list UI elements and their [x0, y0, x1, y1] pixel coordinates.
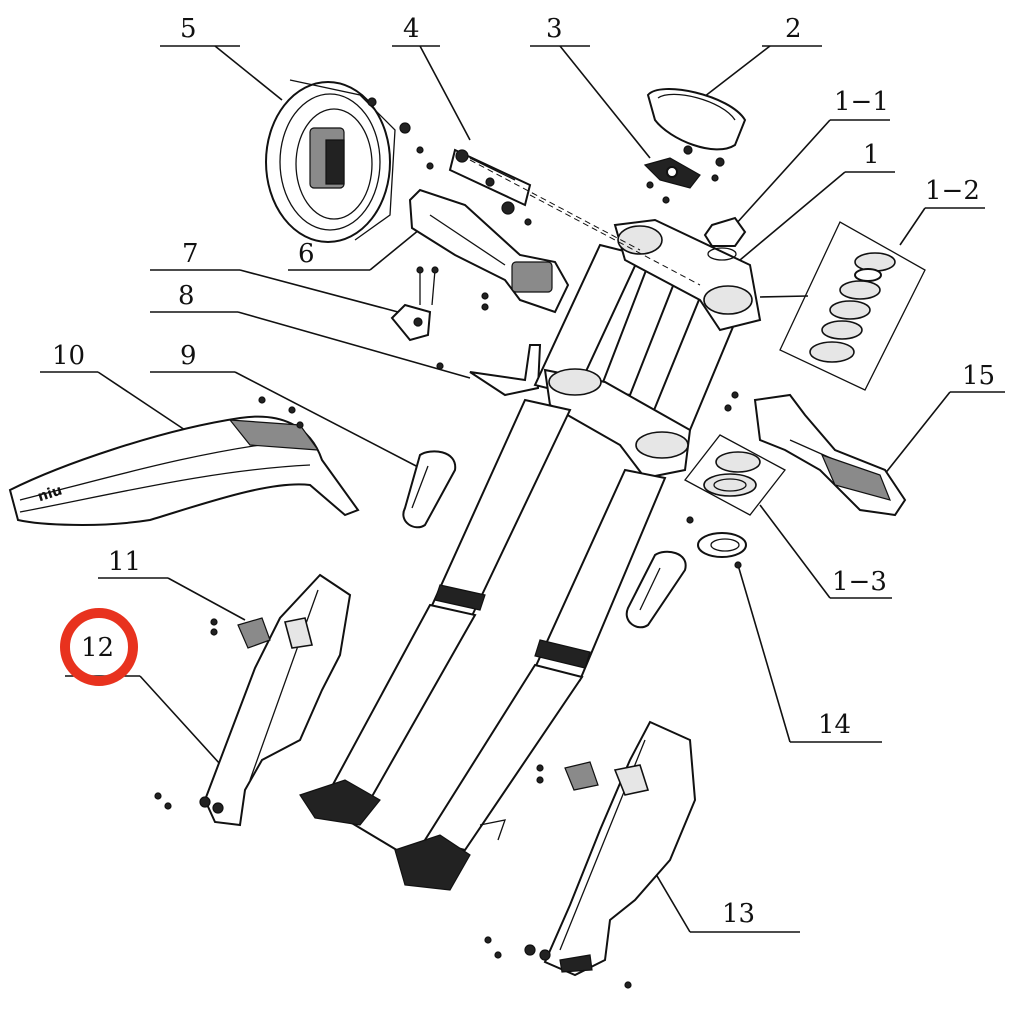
callout-1: 1: [863, 140, 880, 170]
part-1-2-bearing-set: [809, 252, 896, 363]
highlight-ring: [60, 608, 138, 686]
callout-8: 8: [178, 281, 195, 311]
part-instrument-meter: [646, 88, 747, 167]
part-headlight-bracket: [416, 146, 532, 226]
part-14-clamp: [686, 516, 747, 569]
part-8-brake-line-bracket: [436, 344, 542, 397]
part-front-fork: [299, 159, 762, 891]
callout-14: 14: [818, 710, 851, 740]
part-12-left-fork-guard: [154, 573, 352, 827]
fender-logo: niu: [36, 483, 64, 506]
part-headlight: [265, 79, 411, 243]
callout-9: 9: [180, 341, 197, 371]
callout-1-1: 1−1: [834, 87, 889, 117]
part-right-handlebar: [724, 391, 907, 517]
callout-1-2: 1−2: [925, 176, 980, 206]
callout-6: 6: [298, 239, 315, 269]
callout-labels: 5 4 3 2 1−1 1 1−2 15 1−3 14 6 7 8 10 9 1…: [52, 14, 995, 929]
part-1-1-nut: [703, 216, 747, 261]
part-13-right-fork-guard: [484, 720, 697, 989]
callout-13: 13: [722, 899, 755, 929]
callout-11: 11: [108, 547, 141, 577]
part-10-front-fender: niu: [8, 396, 360, 526]
callout-5: 5: [180, 14, 197, 44]
callout-12: 12: [81, 633, 114, 663]
callout-2: 2: [785, 14, 802, 44]
part-left-handlebar: [408, 188, 570, 314]
part-9-reflector: [402, 450, 687, 629]
part-1-3-lower-bearing: [703, 451, 761, 497]
callout-10: 10: [52, 341, 85, 371]
callout-7: 7: [182, 239, 199, 269]
part-7-clamp: [390, 266, 439, 342]
callout-4: 4: [403, 14, 420, 44]
callout-15: 15: [962, 361, 995, 391]
part-meter-bracket: [643, 157, 719, 204]
callout-3: 3: [546, 14, 563, 44]
callout-1-3: 1−3: [832, 567, 887, 597]
